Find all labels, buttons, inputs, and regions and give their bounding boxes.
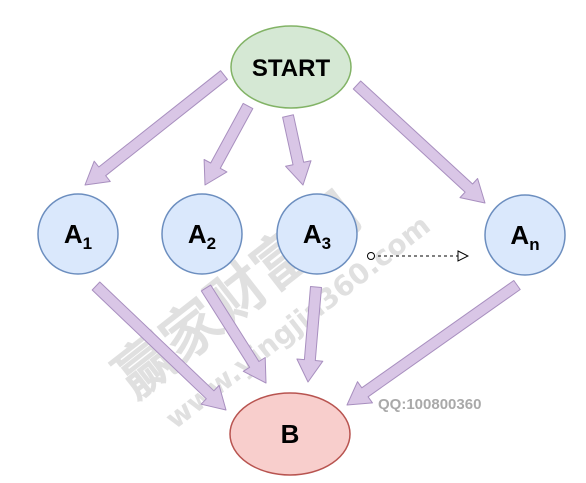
node-a3-sub: 3: [322, 234, 331, 253]
edge-arrow-start-a2: [203, 102, 254, 186]
node-a1-shape: [37, 193, 119, 275]
node-a3-label: A3: [303, 219, 331, 253]
node-b-shape: [229, 392, 351, 476]
node-a2-base: A: [188, 219, 207, 249]
node-a2[interactable]: A2: [161, 193, 243, 275]
node-an-base: A: [510, 220, 529, 250]
node-start-label: START: [252, 55, 331, 82]
node-a3-shape: [276, 193, 358, 275]
edge-arrow-a3-b: [296, 286, 324, 383]
edge-arrow-start-a3: [282, 114, 312, 186]
dotted-edge-origin-dot: [367, 252, 375, 260]
node-a3[interactable]: A3: [276, 193, 358, 275]
node-a1-base: A: [64, 219, 83, 249]
edge-arrow-start-a1: [84, 70, 228, 186]
edge-arrow-a2-b: [200, 284, 267, 384]
node-a1-label: A1: [64, 219, 92, 253]
node-an-label: An: [510, 220, 539, 254]
node-an[interactable]: An: [484, 194, 566, 276]
node-a3-base: A: [303, 219, 322, 249]
node-a1-sub: 1: [83, 234, 92, 253]
edge-arrow-an-b: [346, 280, 521, 406]
node-a2-label: A2: [188, 219, 216, 253]
edge-arrow-a1-b: [91, 281, 227, 411]
node-a2-shape: [161, 193, 243, 275]
node-b-label: B: [281, 419, 300, 449]
edges-layer: [84, 70, 521, 411]
node-an-sub: n: [529, 235, 539, 254]
node-an-shape: [484, 194, 566, 276]
watermark-qq: QQ:100800360: [378, 396, 481, 413]
edge-arrow-start-an: [352, 80, 486, 204]
edge-dotted-a3-an: [367, 252, 469, 260]
node-start[interactable]: START: [230, 25, 352, 109]
node-start-shape: [230, 25, 352, 109]
node-a1[interactable]: A1: [37, 193, 119, 275]
node-a2-sub: 2: [207, 234, 216, 253]
node-b[interactable]: B: [229, 392, 351, 476]
